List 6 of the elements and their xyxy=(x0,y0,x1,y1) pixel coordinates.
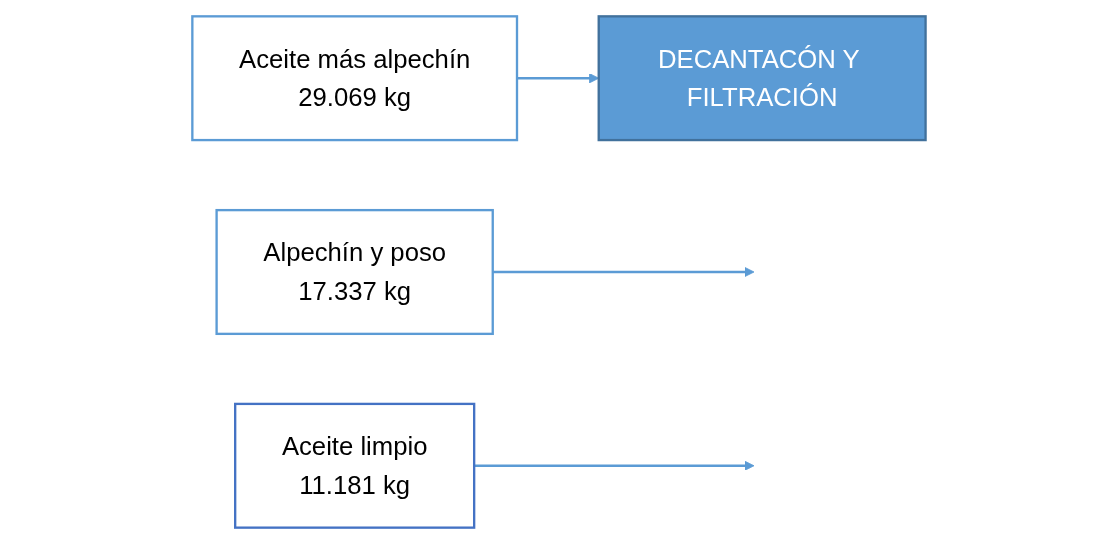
arrow xyxy=(474,460,755,471)
node-box: Aceite más alpechín 29.069 kg xyxy=(191,15,519,142)
node-box: Alpechín y poso 17.337 kg xyxy=(215,208,494,336)
node-box: Aceite limpio 11.181 kg xyxy=(234,402,476,529)
node-box: DECANTACÓN Y FILTRACIÓN xyxy=(597,15,927,142)
arrow xyxy=(492,266,755,278)
